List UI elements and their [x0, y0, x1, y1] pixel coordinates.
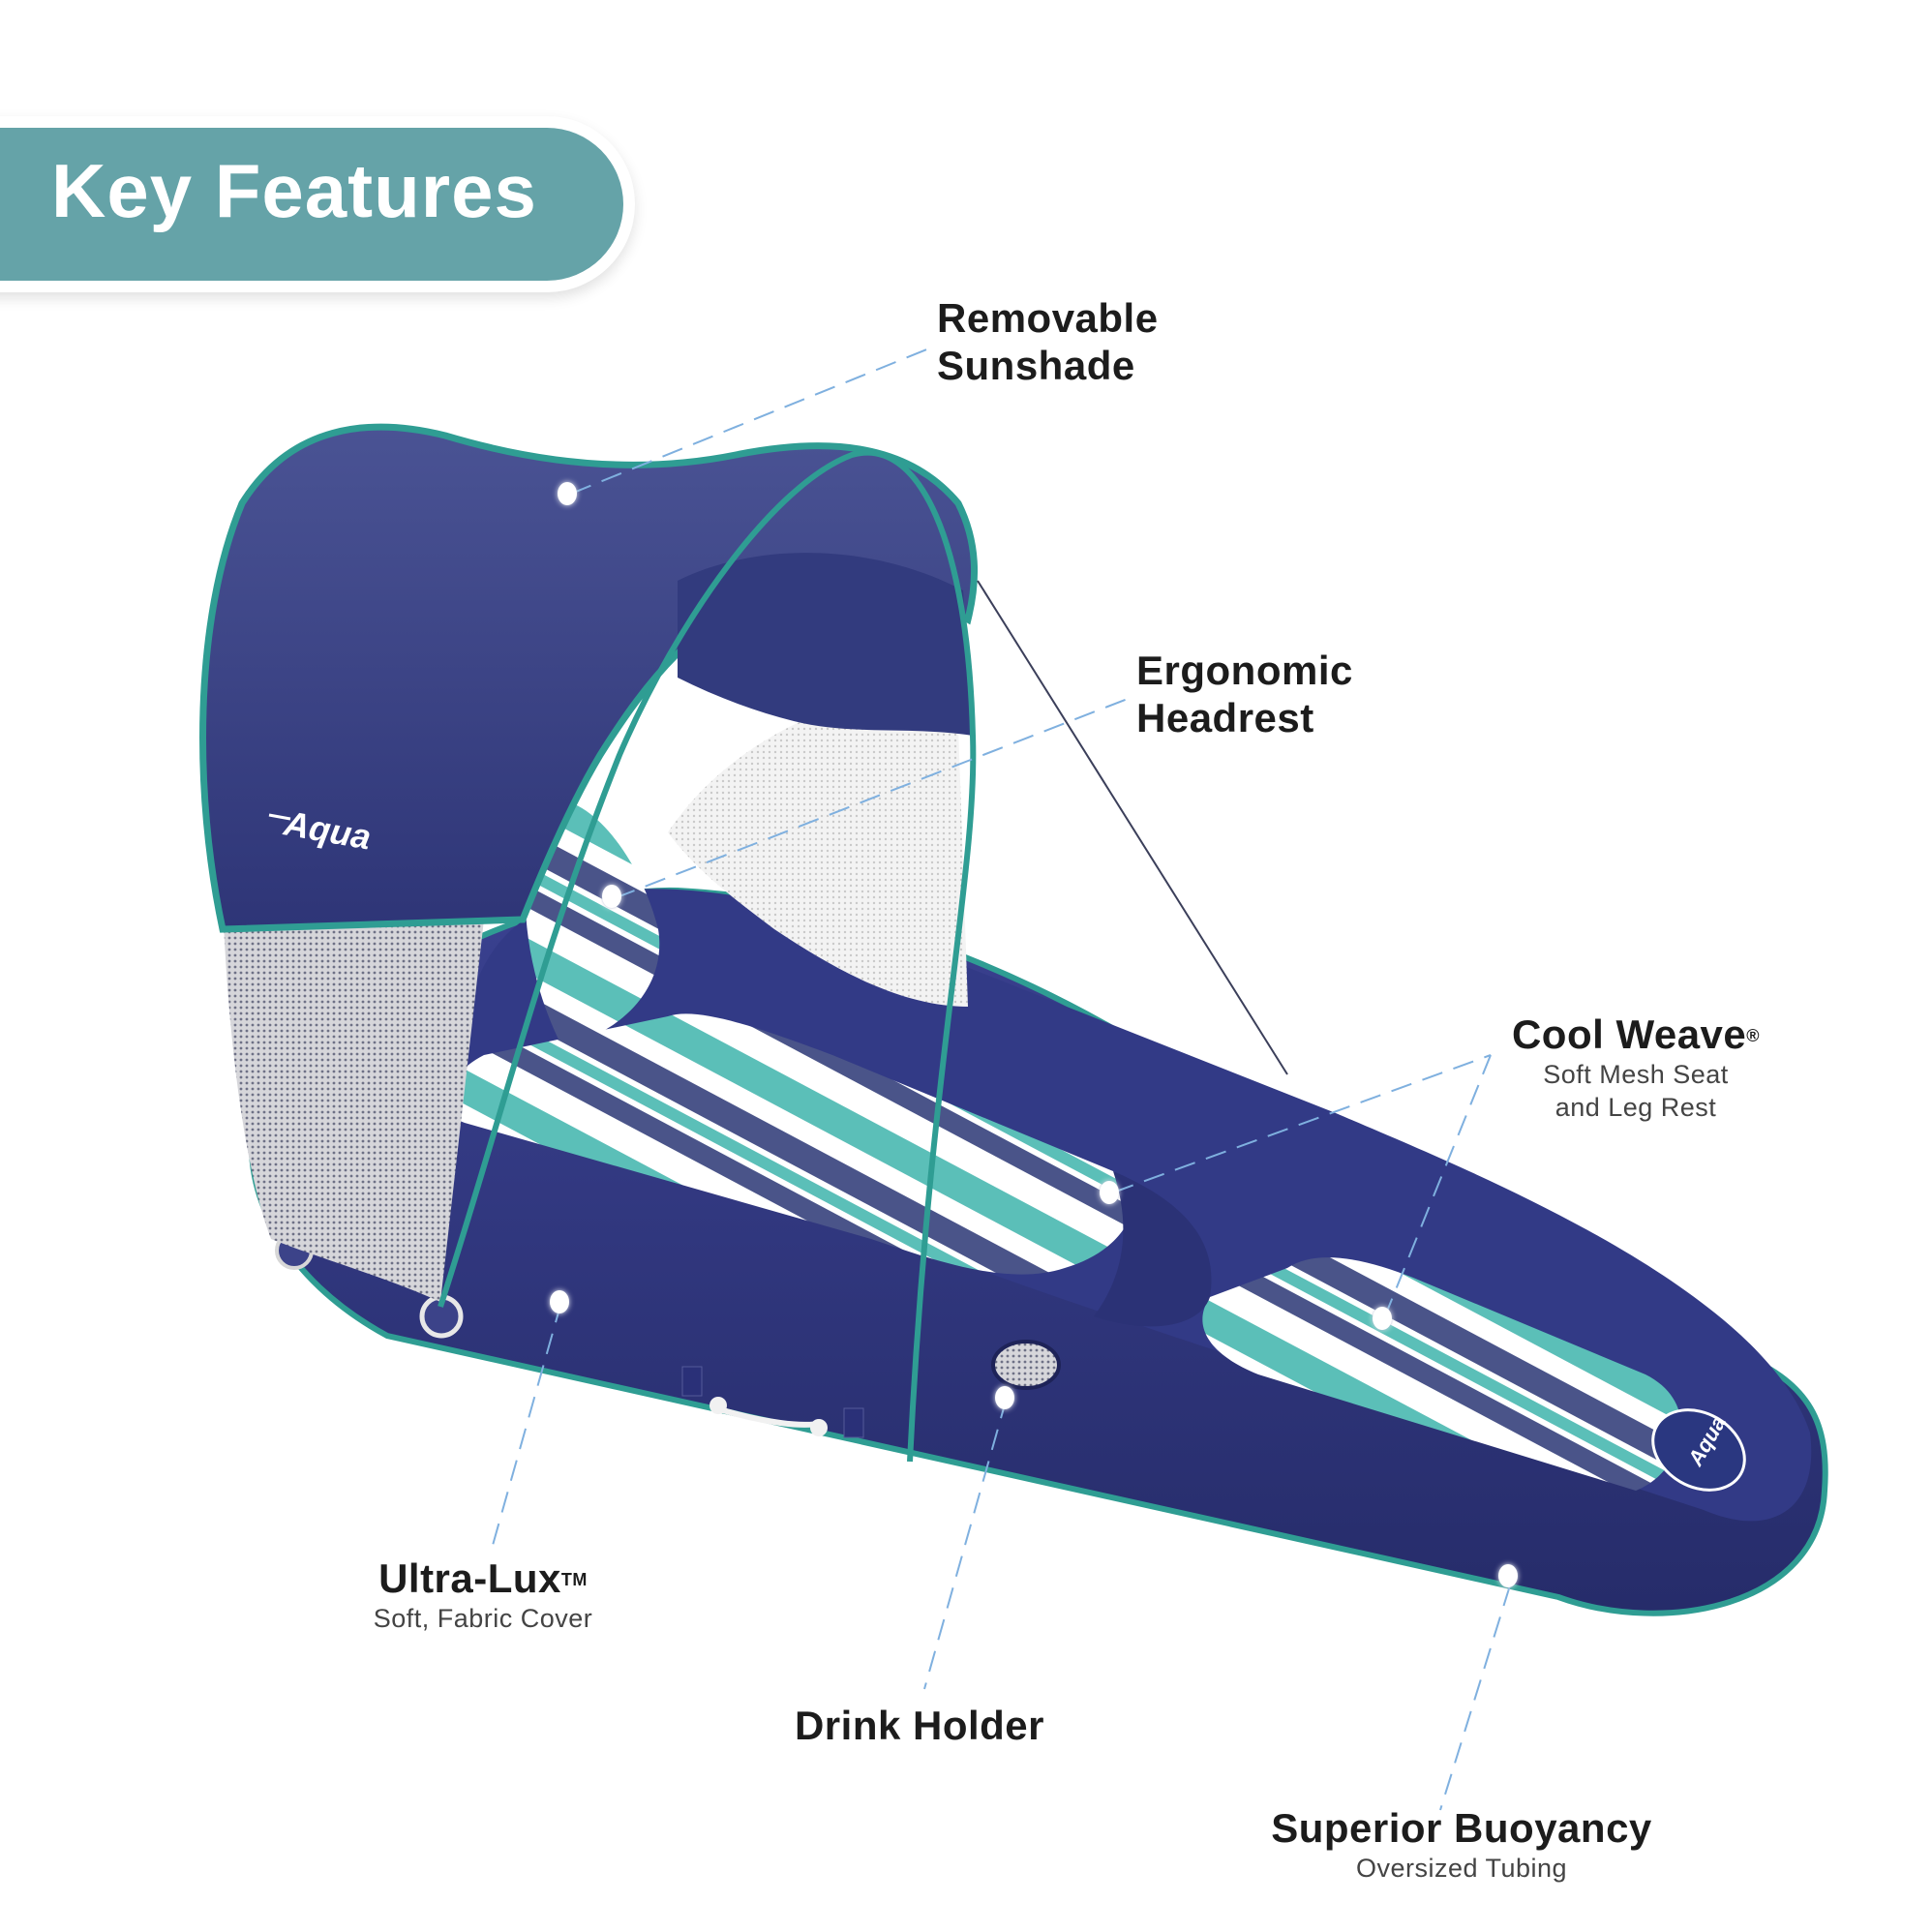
feature-label-ultra-lux: Ultra-LuxTM Soft, Fabric Cover: [343, 1555, 623, 1635]
brand-patch: [1651, 1408, 1746, 1492]
leader-lines: [491, 347, 1511, 1811]
callout-dot-ultra-lux: [550, 1290, 569, 1313]
feature-title: Ultra-Lux: [378, 1555, 561, 1601]
canopy-side-mesh-left: [223, 900, 484, 1302]
callout-dot-sunshade: [558, 482, 577, 505]
registered-mark: ®: [1746, 1026, 1761, 1045]
feature-subtitle: Soft, Fabric Cover: [373, 1604, 593, 1633]
trademark-mark: TM: [560, 1570, 588, 1589]
feature-title: Drink Holder: [794, 1703, 1045, 1748]
feature-label-buoyancy: Superior Buoyancy Oversized Tubing: [1239, 1804, 1684, 1885]
canopy-tether: [977, 580, 1288, 1075]
feature-title: Removable: [937, 295, 1159, 341]
leg-rest-mesh: [1202, 1257, 1682, 1491]
feature-subtitle: Oversized Tubing: [1355, 1854, 1568, 1883]
callout-dot-headrest: [602, 885, 621, 908]
feature-title: Superior Buoyancy: [1271, 1805, 1652, 1851]
headrest: [525, 800, 660, 1045]
feature-label-headrest: Ergonomic Headrest: [1136, 647, 1353, 741]
feature-label-sunshade: Removable Sunshade: [937, 294, 1159, 389]
callout-dot-buoyancy: [1498, 1564, 1518, 1587]
feature-title: Cool Weave: [1511, 1011, 1747, 1057]
callout-dot-cool-weave-legrest: [1373, 1307, 1392, 1330]
float-bridge: [1094, 1171, 1212, 1327]
feature-title: Ergonomic: [1136, 648, 1353, 693]
sunshade-back-panel: [678, 553, 973, 736]
feature-subtitle-line2: and Leg Rest: [1555, 1093, 1717, 1122]
feature-title-line2: Sunshade: [937, 343, 1135, 388]
drink-holder-cup: [991, 1340, 1061, 1390]
feature-label-drink-holder: Drink Holder: [765, 1702, 1074, 1749]
canopy-back-mesh: [668, 703, 968, 1007]
canopy-front-pole: [438, 449, 977, 1463]
key-features-badge-fill: Key Features: [0, 128, 623, 281]
feature-label-cool-weave: Cool Weave® Soft Mesh Seat and Leg Rest: [1491, 1011, 1781, 1124]
page-title: Key Features: [51, 148, 537, 233]
callout-dot-cool-weave-seat: [1100, 1181, 1119, 1204]
handle-strap-left: [681, 1366, 703, 1397]
seat-mesh: [447, 1013, 1133, 1275]
callout-dot-drink-holder: [995, 1386, 1014, 1409]
handle-strap-right: [843, 1407, 864, 1438]
key-features-badge: Key Features: [0, 116, 635, 292]
feature-subtitle: Soft Mesh Seat: [1543, 1060, 1729, 1089]
feature-title-line2: Headrest: [1136, 695, 1314, 740]
